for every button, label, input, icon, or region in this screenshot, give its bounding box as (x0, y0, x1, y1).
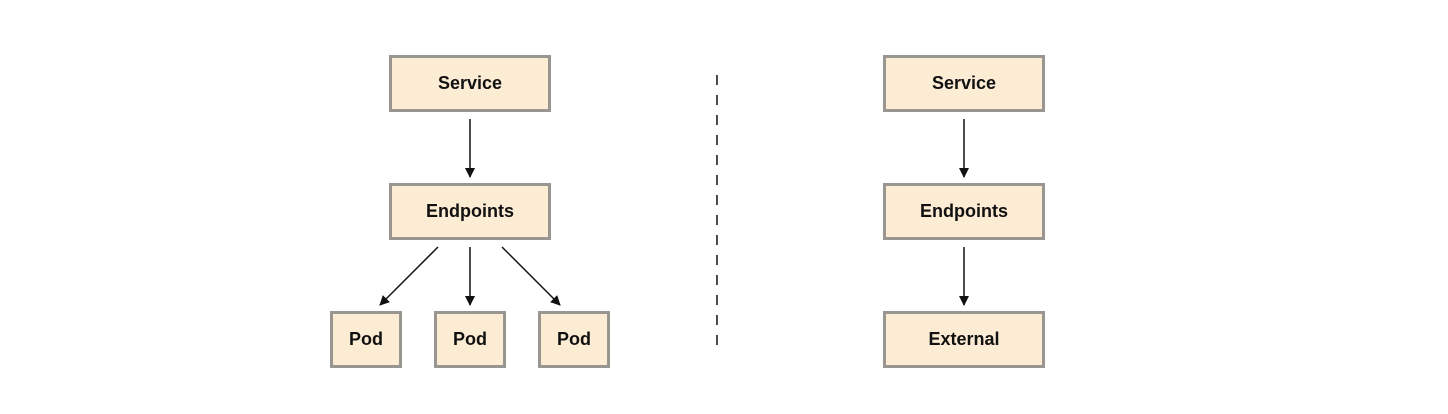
pod-label: Pod (349, 329, 383, 349)
service-label: Service (437, 73, 503, 93)
pod-node-2: Pod (434, 311, 506, 368)
endpoints-node-left: Endpoints (389, 183, 551, 240)
service-node-right: Service (883, 55, 1045, 112)
pod-label: Pod (453, 329, 487, 349)
pod-node-1: Pod (330, 311, 402, 368)
arrow-endpoints-to-pod-1 (379, 246, 439, 306)
service-node-left: Service (389, 55, 551, 112)
endpoints-node-right: Endpoints (883, 183, 1045, 240)
pod-node-3: Pod (538, 311, 610, 368)
external-label: External (928, 329, 1000, 349)
external-node: External (883, 311, 1045, 368)
endpoints-label: Endpoints (426, 201, 514, 221)
pod-label: Pod (557, 329, 591, 349)
endpoints-label: Endpoints (920, 201, 1008, 221)
arrow-endpoints-to-pod-3 (501, 246, 561, 306)
service-label: Service (931, 73, 997, 93)
